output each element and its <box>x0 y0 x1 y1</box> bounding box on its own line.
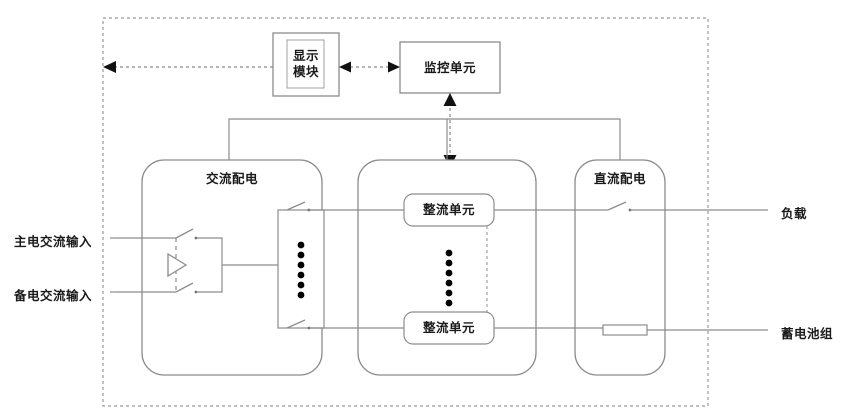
rectifier-dot-2 <box>445 259 453 267</box>
ats-lower-blade <box>175 282 194 293</box>
bus-dot-2 <box>297 251 305 259</box>
rectifier-dot-4 <box>445 279 453 287</box>
battery-fuse-symbol <box>602 324 648 336</box>
rectifier-unit-top-label: 整流单元 <box>422 202 475 218</box>
battery-bank-label: 蓄电池组 <box>781 326 834 341</box>
rectifier-unit-bottom-label: 整流单元 <box>422 320 475 336</box>
bus-dot-4 <box>297 271 305 279</box>
load-label: 负载 <box>781 206 808 221</box>
monitor-unit-label: 监控单元 <box>423 59 476 75</box>
ats-controller-triangle <box>167 252 188 278</box>
main-ac-input-label: 主电交流输入 <box>14 234 93 249</box>
bus-dot-1 <box>297 241 305 249</box>
display-module-label: 显示 模块 <box>273 40 339 88</box>
monitor-bus-arrow-up <box>443 93 457 106</box>
display-module-label-line2: 模块 <box>292 64 319 79</box>
dc-distribution-label: 直流配电 <box>593 171 646 187</box>
rectifier-dot-5 <box>445 289 453 297</box>
ac-bus-bar-box <box>277 209 325 329</box>
bus-top-switch-blade <box>286 201 306 211</box>
rectifier-dot-3 <box>445 269 453 277</box>
dc-distribution-cabinet <box>574 159 666 376</box>
bus-dot-3 <box>297 261 305 269</box>
system-boundary-dashed-rect <box>102 17 709 407</box>
bus-dot-5 <box>297 281 305 289</box>
display-external-arrow <box>103 61 116 73</box>
bus-bottom-switch-blade <box>286 319 306 329</box>
rectifier-dot-1 <box>445 249 453 257</box>
rectifier-dot-6 <box>445 299 453 307</box>
bus-dot-6 <box>297 291 305 299</box>
display-monitor-arrow-left <box>339 61 351 73</box>
backup-ac-input-label: 备电交流输入 <box>14 288 93 303</box>
display-module-label-line1: 显示 <box>292 48 319 64</box>
ats-upper-blade <box>175 228 194 239</box>
control-bus-path <box>228 118 621 160</box>
display-module-inner-box <box>286 39 325 89</box>
dc-load-switch-blade <box>607 201 627 211</box>
display-monitor-arrow-right <box>388 61 400 73</box>
ac-distribution-label: 交流配电 <box>205 171 258 187</box>
